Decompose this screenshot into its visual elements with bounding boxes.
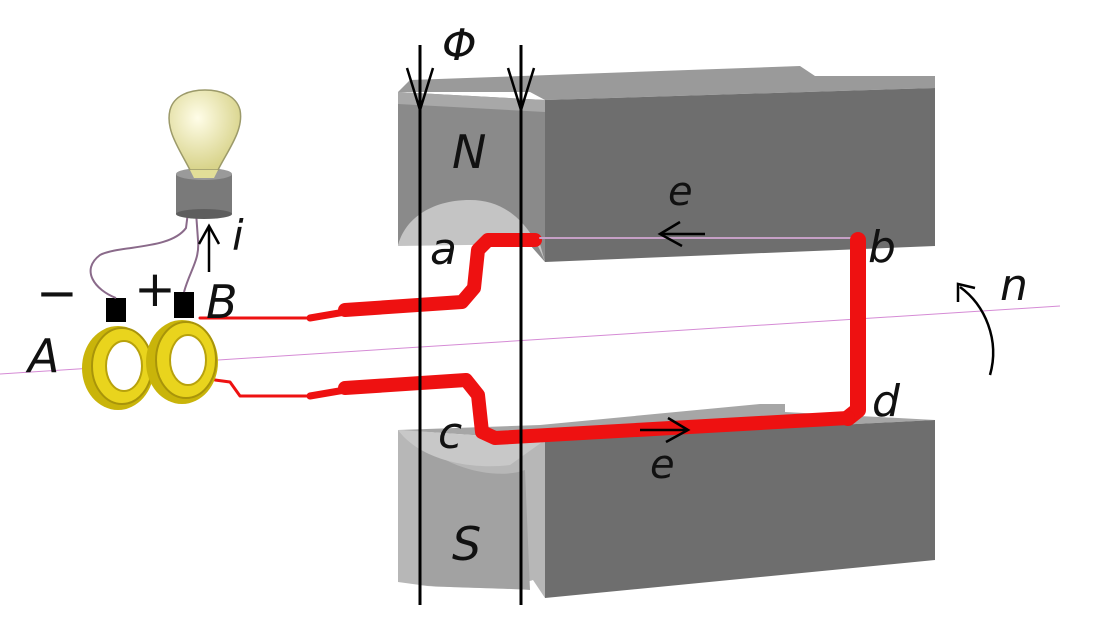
- lamp-wires: [89, 211, 200, 299]
- current-label: i: [232, 211, 244, 260]
- flux-label: Φ: [442, 20, 477, 71]
- brush-B: [174, 292, 194, 318]
- brush-A: [106, 298, 126, 322]
- flux-arrows: [405, 67, 536, 115]
- minus-sign: −: [36, 264, 78, 322]
- coil-conductor: [198, 232, 866, 445]
- emf-label-bottom: e: [650, 442, 675, 488]
- plus-sign: +: [134, 260, 176, 318]
- north-pole-magnet: [398, 66, 935, 262]
- point-b-label: b: [868, 222, 896, 273]
- current-arrow: [197, 223, 221, 272]
- emf-label-top: e: [668, 169, 693, 215]
- flux-lines: [418, 45, 523, 605]
- terminal-A-label: A: [25, 329, 59, 383]
- slip-ring-A: [82, 326, 154, 410]
- point-d-label: d: [872, 376, 901, 427]
- north-pole-label: N: [452, 125, 486, 179]
- terminal-B-label: B: [206, 275, 238, 329]
- rotation-label: n: [1000, 260, 1028, 311]
- slip-ring-B: [146, 320, 218, 404]
- rotation-arrow-icon: [956, 282, 995, 376]
- emf-arrow-top: [657, 220, 705, 248]
- lamp-icon: [168, 89, 242, 219]
- south-pole-label: S: [452, 517, 481, 571]
- south-pole-magnet: [398, 404, 935, 598]
- point-a-label: a: [430, 224, 457, 275]
- emf-arrow-bottom: [640, 416, 691, 444]
- point-c-label: c: [438, 408, 462, 459]
